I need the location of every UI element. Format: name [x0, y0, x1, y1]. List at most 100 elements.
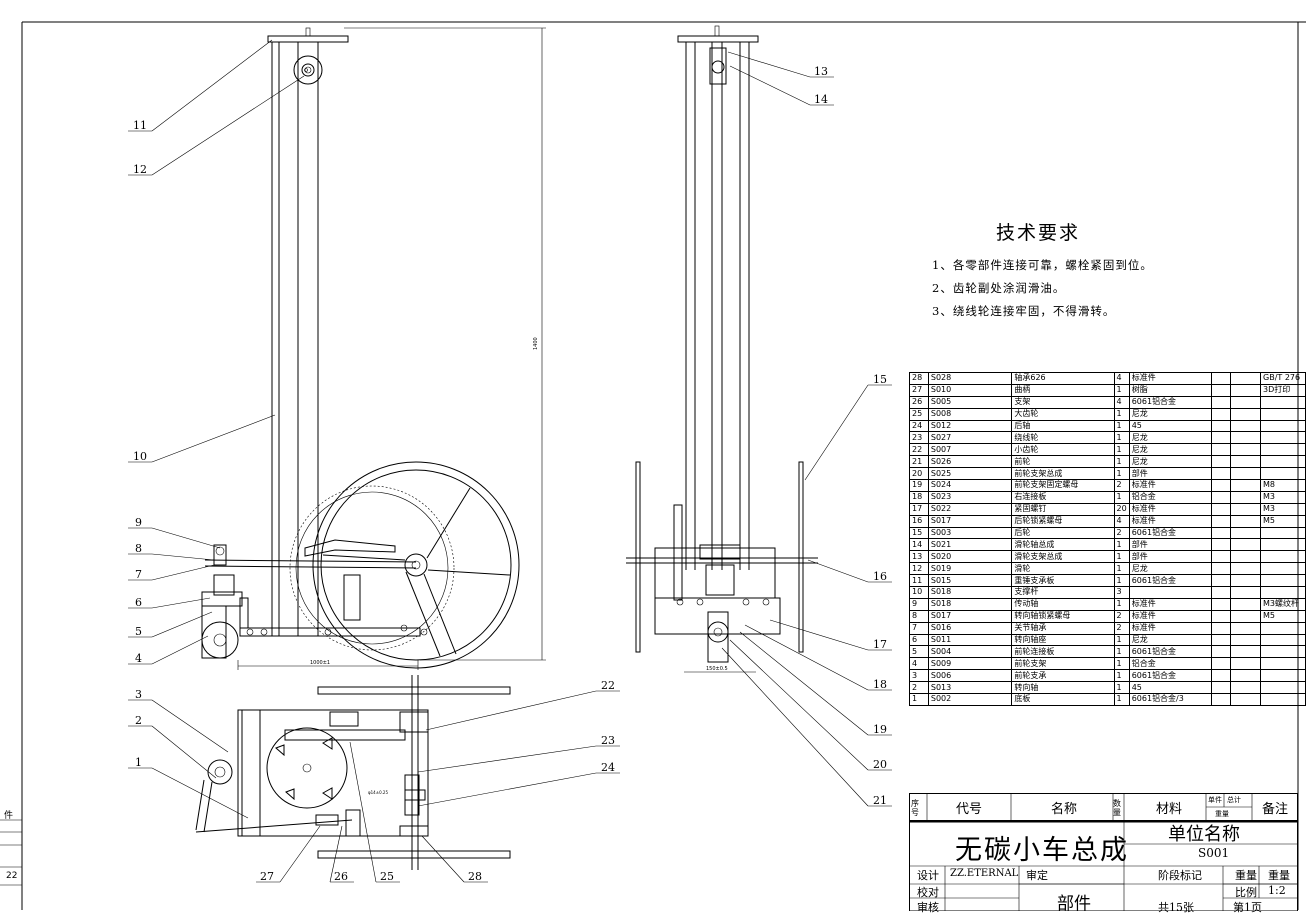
bom-header	[909, 793, 1298, 821]
bom-cell: 部件	[1128, 550, 1213, 564]
bom-cell: 紧固螺钉	[1011, 502, 1115, 516]
bom-cell: 1	[1113, 383, 1130, 397]
bom-cell: 14	[909, 538, 929, 552]
bom-cell: 转向轴	[1011, 681, 1115, 695]
bom-cell	[1229, 681, 1262, 695]
bom-cell	[1211, 443, 1231, 457]
bom-cell: M5	[1260, 609, 1306, 623]
bom-cell	[1229, 479, 1262, 492]
bom-cell	[1229, 621, 1262, 635]
bom-cell: 20	[1113, 502, 1130, 516]
check-label: 校对	[917, 886, 939, 899]
hdr-qty: 数量	[1113, 799, 1121, 817]
bom-cell: 4	[1113, 395, 1130, 409]
bom-cell: 1	[1113, 490, 1130, 504]
tech-req-item-1: 1、各零部件连接可靠，螺栓紧固到位。	[932, 258, 1153, 272]
bom-cell: 后轴	[1011, 419, 1115, 433]
bom-cell: 1	[909, 693, 929, 706]
bom-cell: 25	[909, 407, 929, 421]
bom-cell: 6061铝合金	[1128, 395, 1213, 409]
balloon-2: 2	[135, 714, 142, 727]
bom-cell	[1260, 586, 1306, 599]
bom-cell: 27	[909, 383, 929, 397]
bom-cell: 45	[1128, 419, 1213, 433]
bom-cell	[1211, 502, 1231, 516]
weight-label: 重量	[1235, 869, 1257, 882]
bom-cell: 1	[1113, 657, 1130, 671]
bom-cell: 2	[1113, 479, 1130, 492]
bom-cell: 18	[909, 490, 929, 504]
bom-cell	[1260, 645, 1306, 659]
bom-cell: S020	[927, 550, 1013, 564]
bom-cell	[1260, 633, 1306, 647]
bom-cell	[1260, 526, 1306, 540]
bom-cell	[1260, 574, 1306, 588]
balloon-3: 3	[135, 688, 142, 701]
bom-cell: 尼龙	[1128, 455, 1213, 469]
bom-cell	[1229, 574, 1262, 588]
bom-cell: 标准件	[1128, 597, 1213, 611]
side-view: 150±0.5	[626, 25, 818, 673]
bom-cell: 2	[1113, 621, 1130, 635]
bom-cell: 尼龙	[1128, 443, 1213, 457]
bom-cell: S012	[927, 419, 1013, 433]
bom-cell: 1	[1113, 669, 1130, 683]
balloon-17: 17	[873, 638, 887, 651]
sheet-number: 第1页	[1233, 901, 1262, 914]
bom-cell: 大齿轮	[1011, 407, 1115, 421]
bom-cell: S016	[927, 621, 1013, 635]
bom-cell: 1	[1113, 538, 1130, 552]
bom-cell: 1	[1113, 597, 1130, 611]
bom-cell: 滑轮轴总成	[1011, 538, 1115, 552]
bom-cell	[1229, 514, 1262, 528]
bom-cell: 树脂	[1128, 383, 1213, 397]
bom-cell	[1229, 633, 1262, 647]
bom-cell: 1	[1113, 407, 1130, 421]
bom-cell	[1260, 657, 1306, 671]
bom-cell: S009	[927, 657, 1013, 671]
company-name: 单位名称	[1168, 824, 1240, 845]
bom-cell: 转向轴锁紧螺母	[1011, 609, 1115, 623]
bom-cell: 1	[1113, 633, 1130, 647]
bom-cell: 13	[909, 550, 929, 564]
front-view: 1400 1000±1	[201, 27, 546, 670]
bom-cell: 6061铝合金	[1128, 574, 1213, 588]
balloon-4: 4	[135, 652, 142, 665]
plan-view: φ14±0.25	[195, 675, 511, 870]
bom-cell: 标准件	[1128, 514, 1213, 528]
bom-cell: 曲柄	[1011, 383, 1115, 397]
leaders-right	[721, 51, 892, 807]
bom-cell: 尼龙	[1128, 562, 1213, 576]
bom-cell: 前轮支架总成	[1011, 467, 1115, 481]
balloon-26: 26	[334, 870, 348, 883]
bom-cell: 前轮	[1011, 455, 1115, 469]
balloon-25: 25	[380, 870, 394, 883]
hdr-unit: 单件	[1208, 796, 1222, 804]
bom-cell: S017	[927, 609, 1013, 623]
bom-cell: 3	[1113, 586, 1130, 599]
bom-cell	[1229, 502, 1262, 516]
bom-cell: S028	[927, 372, 1013, 385]
bom-cell	[1229, 562, 1262, 576]
hdr-code: 代号	[956, 802, 983, 817]
bom-cell: S011	[927, 633, 1013, 647]
bom-cell	[1211, 550, 1231, 564]
edge-text: 22	[6, 871, 17, 881]
scale-value: 1:2	[1268, 884, 1286, 897]
bom-cell	[1229, 443, 1262, 457]
bom-cell: 10	[909, 586, 929, 599]
bom-cell: 28	[909, 372, 929, 385]
dim-height: 1400	[533, 337, 539, 350]
bom-cell	[1229, 419, 1262, 433]
